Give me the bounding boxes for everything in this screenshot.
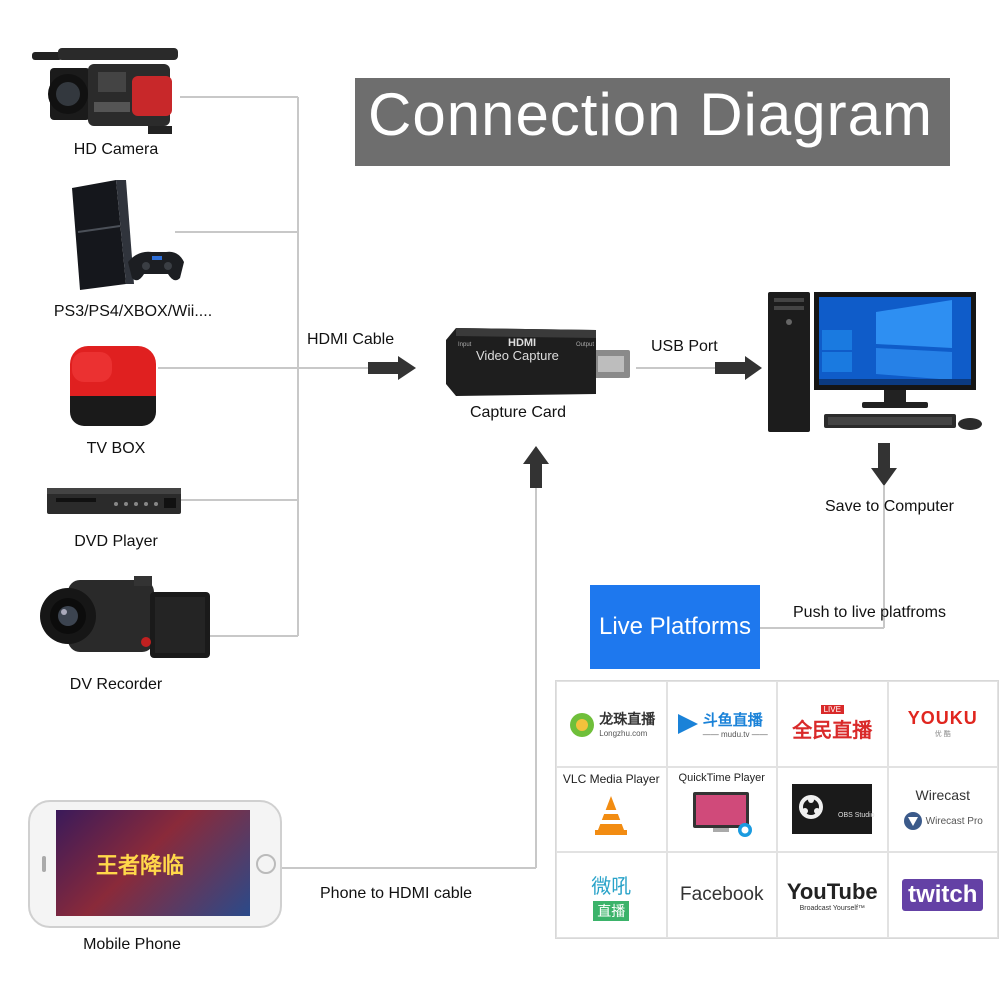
label-tv-box: TV BOX xyxy=(86,440,146,457)
wirecast-logo-icon xyxy=(903,812,922,831)
dvd-player-icon xyxy=(47,488,181,514)
hd-camera-icon xyxy=(32,48,178,134)
dv-recorder-icon xyxy=(40,576,210,658)
platform-vlc: VLC Media Player xyxy=(556,766,667,853)
computer-icon xyxy=(768,292,982,432)
vlc-cone-icon xyxy=(595,795,628,835)
platform-sub: 优 酷 xyxy=(934,731,951,739)
tv-box-icon xyxy=(70,346,156,426)
label-phone-to-hdmi: Phone to HDMI cable xyxy=(320,885,473,902)
label-mobile-phone: Mobile Phone xyxy=(83,936,181,953)
capture-card-output: Output xyxy=(576,342,594,348)
platform-name: 斗鱼直播 xyxy=(702,711,763,729)
platform-facebook: Facebook xyxy=(666,852,777,938)
label-hd-camera: HD Camera xyxy=(73,141,159,158)
platform-obs: OBS Studio xyxy=(777,766,888,853)
label-capture-card: Capture Card xyxy=(469,404,567,421)
platform-name: 全民直播 xyxy=(792,719,873,742)
label-dvd-player: DVD Player xyxy=(74,533,158,550)
arrow-icon xyxy=(523,446,549,488)
platform-youtube: YouTube Broadcast Yourself™ xyxy=(777,852,888,938)
capture-card-brand: HDMI xyxy=(508,337,536,349)
platform-quanmin: LIVE 全民直播 xyxy=(777,681,888,767)
capture-card-product: Video Capture xyxy=(476,348,559,363)
phone-home-button xyxy=(256,854,276,874)
platform-twitch: twitch xyxy=(887,852,998,938)
mudu-play-icon xyxy=(677,713,698,734)
phone-speaker xyxy=(42,856,46,872)
platform-logo-grid: 龙珠直播 Longzhu.com 斗鱼直播 —— mudu.tv —— LIVE… xyxy=(555,680,999,939)
quicktime-icon xyxy=(692,791,752,837)
phone-game-title: 王者降临 xyxy=(96,853,185,878)
platform-sub: LIVE xyxy=(820,704,844,714)
capture-card-icon: HDMI Video Capture Input Output xyxy=(446,328,630,396)
platform-name: YouTube xyxy=(786,878,878,904)
label-dv-recorder: DV Recorder xyxy=(69,676,163,693)
obs-icon xyxy=(792,784,873,835)
platform-name: VLC Media Player xyxy=(562,771,660,786)
label-usb-port: USB Port xyxy=(651,338,718,355)
label-push-to-live: Push to live platfroms xyxy=(793,604,946,621)
platform-name: twitch xyxy=(902,879,984,912)
platform-longzhu: 龙珠直播 Longzhu.com xyxy=(556,681,667,767)
platform-name: Wirecast xyxy=(915,787,970,804)
arrow-icon xyxy=(871,443,897,486)
platform-name: YOUKU xyxy=(907,708,978,729)
label-hdmi-cable: HDMI Cable xyxy=(307,331,395,348)
platform-weihou: 微吼 直播 xyxy=(556,852,667,938)
title-banner xyxy=(355,78,950,166)
arrow-icon xyxy=(715,356,762,380)
longzhu-logo-icon xyxy=(570,712,595,737)
platform-name: 龙珠直播 xyxy=(599,711,656,728)
platform-sub: —— mudu.tv —— xyxy=(702,729,768,739)
live-platforms-box: Live Platforms xyxy=(590,585,760,669)
platform-wirecast: Wirecast Wirecast Pro xyxy=(887,766,998,853)
platform-sub: Wirecast Pro xyxy=(925,815,983,827)
arrow-icon xyxy=(368,356,416,380)
platform-mudu: 斗鱼直播 —— mudu.tv —— xyxy=(666,681,777,767)
platform-name: 微吼 xyxy=(591,875,632,898)
platform-sub: Broadcast Yourself™ xyxy=(799,904,865,912)
platform-youku: YOUKU 优 酷 xyxy=(887,681,998,767)
platform-sub: Longzhu.com xyxy=(599,729,648,739)
platform-quicktime: QuickTime Player xyxy=(666,766,777,853)
page-title: Connection Diagram xyxy=(368,81,933,148)
game-console-icon xyxy=(72,180,184,290)
platform-name: Facebook xyxy=(680,884,764,906)
mobile-phone-icon: 王者降临 xyxy=(28,800,282,928)
label-consoles: PS3/PS4/XBOX/Wii.... xyxy=(53,303,213,320)
phone-screen: 王者降临 xyxy=(56,810,250,916)
platform-name: QuickTime Player xyxy=(678,771,765,784)
platform-name: OBS Studio xyxy=(838,811,875,819)
platform-sub: 直播 xyxy=(593,900,630,921)
capture-card-input: Input xyxy=(458,342,472,348)
label-save-to-computer: Save to Computer xyxy=(825,498,954,515)
